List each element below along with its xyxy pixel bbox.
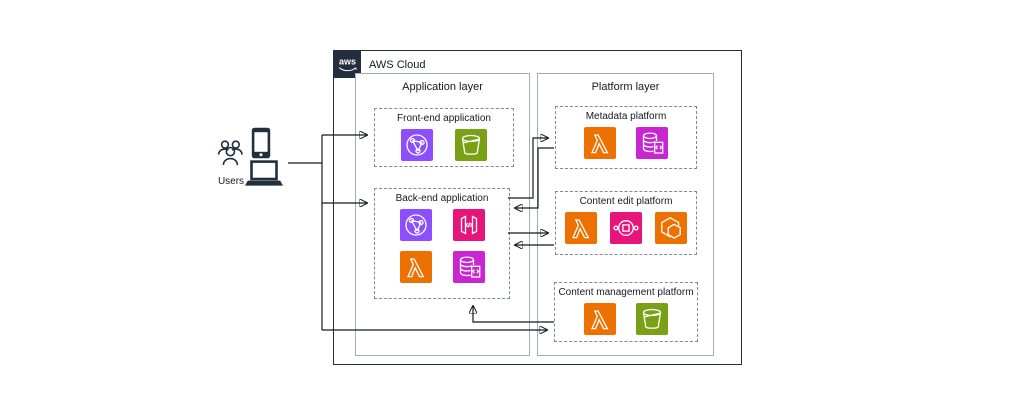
globe-network-icon [399,209,432,241]
backend-application-title: Back-end application [395,193,489,204]
database-document-icon [636,127,668,159]
users-icon [217,140,243,166]
metadata-platform-group: Metadata platform [555,106,697,169]
users-group: Users [210,124,295,192]
backend-icon-row-2 [399,251,485,283]
content-edit-platform-title: Content edit platform [579,196,673,207]
laptop-icon [245,160,283,186]
aws-cloud-label: AWS Cloud [369,58,426,71]
aws-logo-icon: aws [334,51,361,78]
content-edit-platform-group: Content edit platform [555,191,697,255]
lambda-icon [584,127,616,159]
mobile-phone-icon [251,127,271,159]
lambda-icon [399,251,432,283]
frontend-application-group: Front-end application [374,108,514,167]
content-management-platform-group: Content management platform [554,282,698,342]
api-gateway-icon [452,209,485,241]
aws-cloud-header: aws AWS Cloud [334,51,425,78]
lambda-icon [565,212,597,244]
s3-bucket-icon [636,303,668,335]
backend-application-group: Back-end application [374,188,510,299]
content-management-icon-row [584,303,668,335]
aws-logo-text: aws [339,57,356,67]
step-functions-icon [610,212,642,244]
metadata-platform-title: Metadata platform [585,111,667,122]
globe-network-icon [401,129,433,161]
backend-icon-row-1 [399,209,485,241]
content-management-platform-title: Content management platform [558,287,694,298]
content-edit-icon-row [565,212,687,244]
database-document-icon [452,251,485,283]
aws-cloud-box: aws AWS Cloud [333,50,742,365]
application-layer-title: Application layer [402,81,483,93]
users-label: Users [217,176,245,187]
metadata-icon-row [584,127,668,159]
lambda-icon [584,303,616,335]
frontend-application-title: Front-end application [397,113,491,124]
hexagon-media-icon [655,212,687,244]
platform-layer-title: Platform layer [591,81,660,93]
frontend-icon-row [401,129,487,161]
s3-bucket-icon [455,129,487,161]
